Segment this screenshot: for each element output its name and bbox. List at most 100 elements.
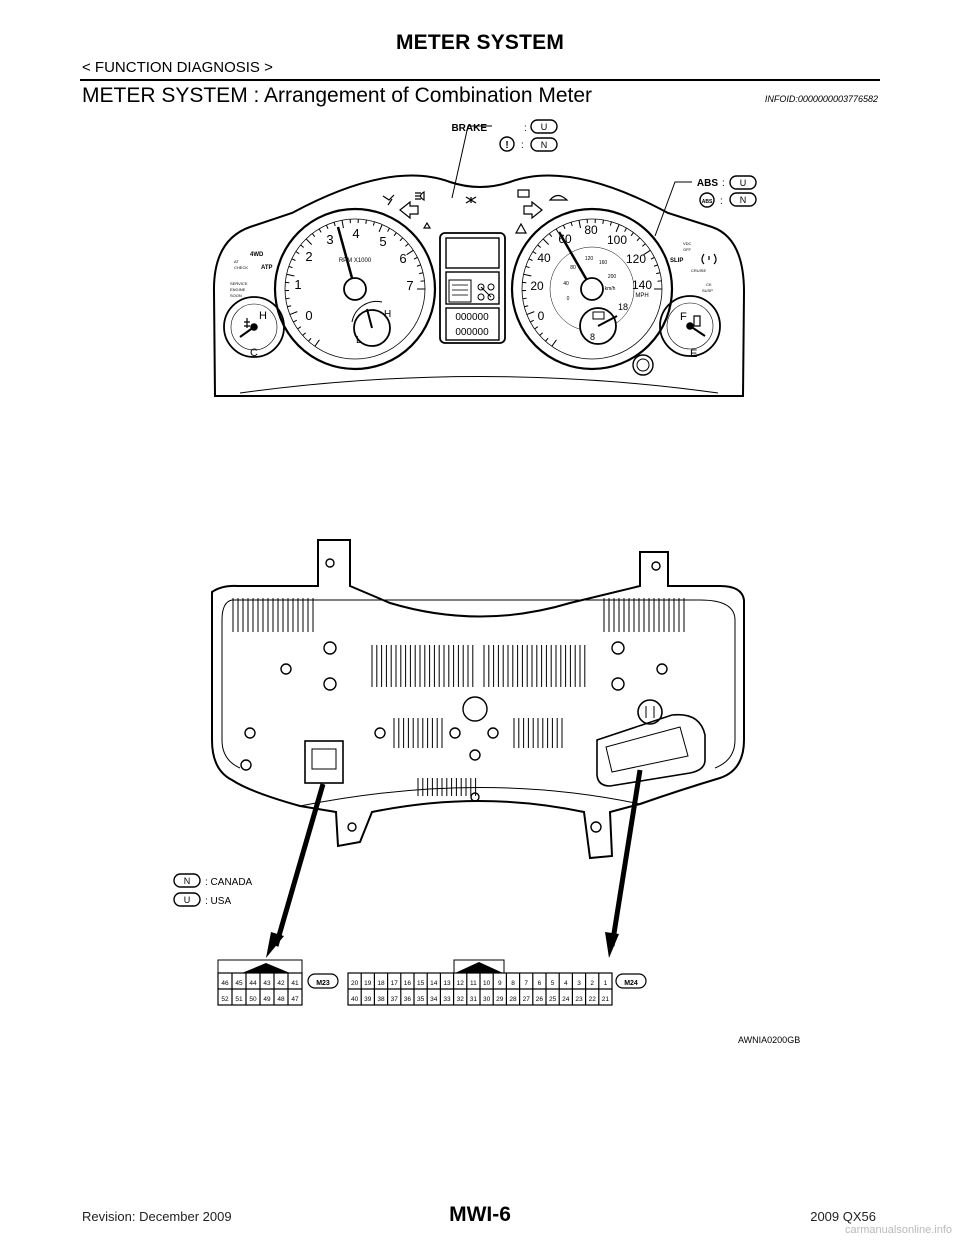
indicator-service: SERVICE [230, 281, 248, 286]
rear-mounting-holes [240, 558, 668, 833]
indicator-at-check-2: CHECK [234, 265, 248, 270]
dial-tick [636, 237, 641, 242]
connector-pin: 34 [430, 996, 438, 1003]
speedo-mph-numeral: 20 [530, 279, 544, 293]
dial-tick [405, 243, 409, 247]
speedo-kmh-numeral: 0 [567, 296, 570, 302]
dial-tick [295, 251, 300, 255]
connector-pin: 13 [443, 980, 451, 987]
dial-tick [545, 337, 549, 342]
rear-inner-outline [221, 599, 736, 769]
connector-pin: 14 [430, 980, 438, 987]
indicator-service-2: ENGINE [230, 287, 246, 292]
dial-tick [387, 227, 390, 232]
dial-tick [578, 220, 581, 229]
dial-tick [643, 249, 651, 256]
connector-pin: 44 [249, 980, 257, 987]
dial-tick [365, 219, 367, 224]
dial-tick [525, 265, 530, 269]
dial-tick [399, 237, 404, 242]
speedo-mph-numeral: 60 [558, 232, 572, 246]
connector-pin: 45 [235, 980, 243, 987]
tachometer [273, 207, 437, 371]
tire-pressure-icon [701, 253, 717, 265]
footer-model: 2009 QX56 [810, 1209, 876, 1224]
dial-tick [293, 319, 298, 323]
connector-pin: 30 [483, 996, 491, 1003]
dial-tick [285, 297, 290, 300]
dial-tick [534, 326, 539, 330]
dial-tick [333, 222, 336, 227]
speedo-mph-numeral: 100 [607, 233, 627, 247]
indicator-ck-susp-2: SUSP [702, 288, 713, 293]
abs-glyph: ABS [702, 199, 713, 205]
connector-pin: 47 [291, 996, 299, 1003]
connector-pin: 18 [377, 980, 385, 987]
dial-tick [311, 233, 316, 237]
indicator-at-check: AT [234, 259, 239, 264]
fog-light-icon [465, 196, 477, 204]
dial-tick [286, 273, 295, 277]
connector-pin: 12 [457, 980, 465, 987]
connector-pin: 32 [457, 996, 465, 1003]
connector-pin: 16 [404, 980, 412, 987]
section-label: < FUNCTION DIAGNOSIS > [82, 59, 273, 76]
dial-tick [288, 265, 293, 269]
connector-pin: 37 [391, 996, 399, 1003]
dial-tick [650, 256, 655, 260]
tach-numeral: 0 [305, 308, 312, 323]
legend-code: N [184, 876, 191, 886]
indicator-4wd: 4WD [250, 252, 264, 258]
connector-pin: 48 [277, 996, 285, 1003]
trip-reset-knob [632, 354, 654, 376]
connector-pin: 51 [235, 996, 243, 1003]
speedo-kmh-unit: km/h [605, 286, 616, 292]
dial-tick [524, 305, 529, 308]
tach-unit-label: RPM X1000 [339, 258, 372, 264]
brake-callout-colon: : [524, 123, 527, 134]
dial-tick [602, 219, 604, 224]
legend-text: : USA [205, 896, 231, 907]
abs-glyph-code: N [740, 195, 747, 205]
connector-pin: 4 [564, 980, 568, 987]
dial-tick [522, 297, 527, 300]
temperature-gauge [223, 296, 285, 358]
temp-gauge-cold: C [250, 347, 258, 359]
speedo-hub [580, 277, 604, 301]
dial-tick [302, 332, 306, 336]
tach-numeral: 4 [352, 226, 359, 241]
door-open-icon [548, 194, 569, 201]
dial-tick [308, 337, 312, 342]
oil-gauge-high: H [384, 309, 391, 320]
indicator-atp: ATP [261, 265, 273, 271]
connector-pin: 49 [263, 996, 271, 1003]
dial-tick [416, 264, 421, 267]
dial-tick [341, 220, 344, 229]
connector-pin: 19 [364, 980, 372, 987]
connector-pointer-arrows [266, 769, 643, 958]
rear-connector-m24-socket [596, 699, 706, 787]
meter-front-view [212, 119, 757, 397]
speedo-mph-numeral: 40 [537, 251, 551, 265]
meter-rear-view [211, 539, 745, 958]
seatbelt-warning-icon [382, 194, 395, 206]
connector-pin: 6 [538, 980, 542, 987]
connector-pin: 46 [221, 980, 229, 987]
top-indicator-row [244, 189, 717, 328]
header-rule [80, 79, 880, 81]
abs-callout-colon: : [722, 178, 725, 189]
dial-tick [314, 339, 320, 347]
headlight-high-beam-icon [415, 190, 425, 202]
temp-gauge-hot: H [259, 310, 267, 322]
speedometer [510, 207, 674, 371]
connector-pin: 52 [221, 996, 229, 1003]
connector-pin: 27 [523, 996, 531, 1003]
speedo-mph-unit: MPH [635, 293, 648, 299]
indicator-service-3: SOON [230, 293, 242, 298]
dial-tick [537, 244, 542, 248]
watermark: carmanualsonline.info [844, 1224, 952, 1236]
indicator-cruise: CRUISE [691, 268, 706, 273]
abs-callout-code: U [740, 178, 747, 188]
